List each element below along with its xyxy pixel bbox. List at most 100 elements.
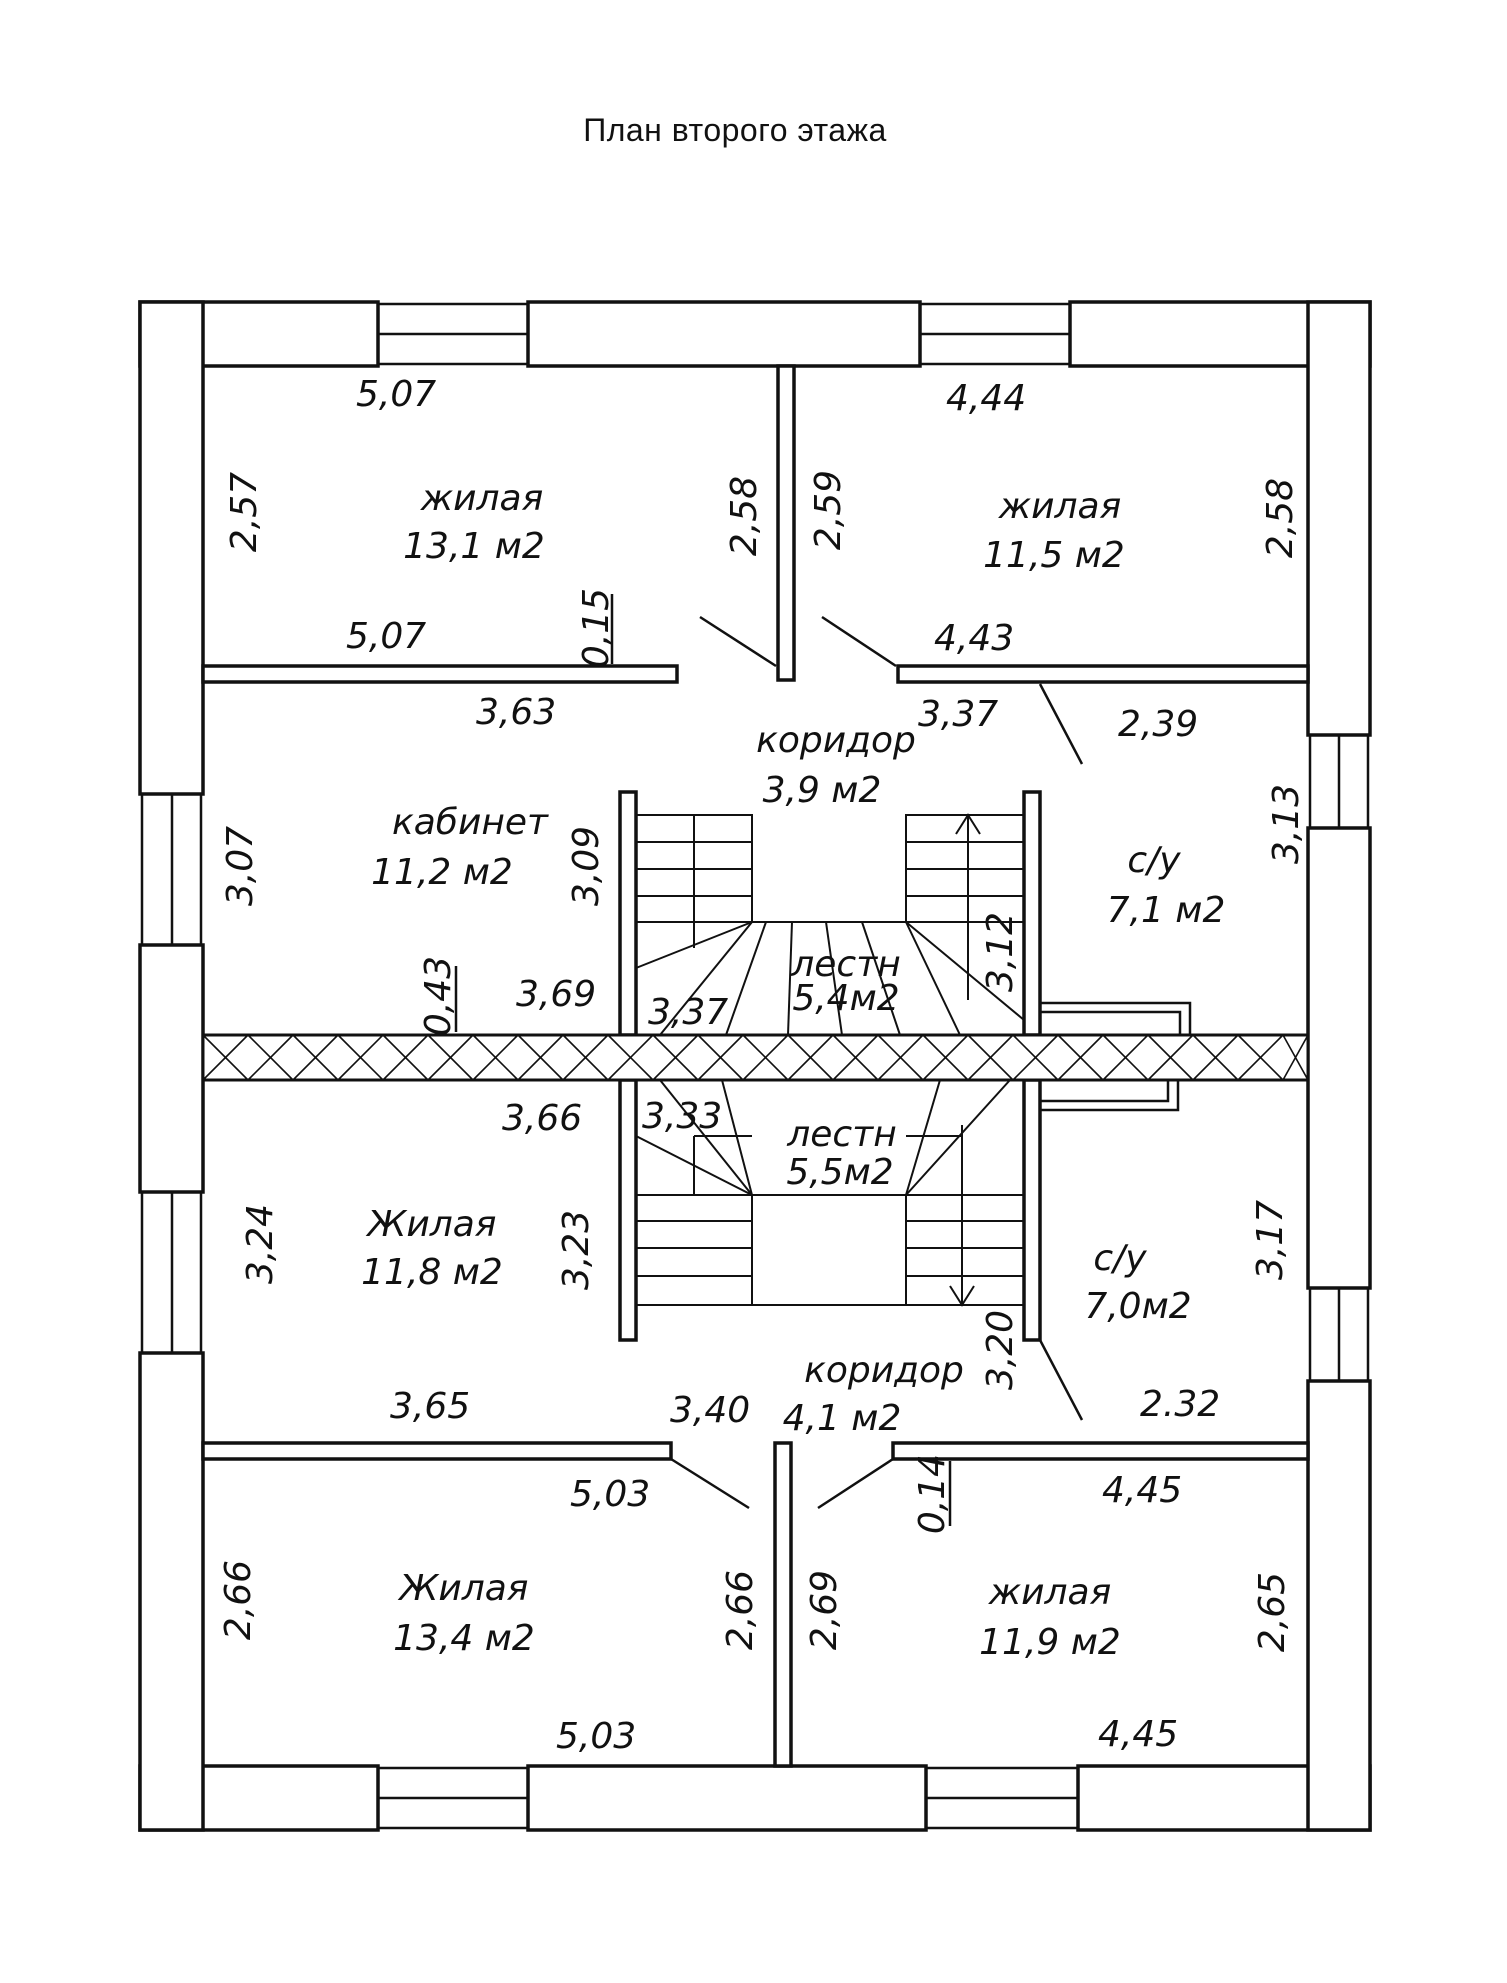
dim-label: 2,65	[1252, 1572, 1293, 1652]
dim-label: 3,20	[980, 1310, 1021, 1390]
wall-top-2	[526, 300, 922, 368]
dim-label: 3,12	[980, 912, 1021, 992]
dim-label: 2,59	[808, 470, 849, 550]
room-name-bedroom-2: жилая	[998, 486, 1122, 527]
dim-label: 2,66	[218, 1560, 259, 1640]
wall-right-2	[1306, 826, 1372, 1290]
dim-label: 0,15	[576, 588, 617, 668]
dim-label: 5,03	[570, 1474, 650, 1515]
vent-shafts	[1040, 1001, 1192, 1112]
room-area-stair-upper: 5,4м2	[792, 978, 899, 1019]
dim-label: 3,69	[516, 974, 596, 1015]
staircase-lower	[635, 1079, 1024, 1340]
room-name-bedroom-1: жилая	[420, 478, 544, 519]
dim-label: 3,07	[220, 826, 261, 906]
room-area-bedroom-2: 11,5 м2	[983, 535, 1125, 576]
room-labels: жилая 13,1 м2 жилая 11,5 м2 коридор 3,9 …	[361, 478, 1225, 1663]
room-area-bathroom-lower: 7,0м2	[1084, 1286, 1191, 1327]
partition-top-right-horizontal	[896, 664, 1310, 684]
window-bottom-left	[378, 1766, 528, 1830]
partition-top-vertical	[776, 364, 796, 682]
wall-left-1	[138, 300, 205, 796]
room-name-study: кабинет	[392, 802, 549, 843]
staircase-upper	[635, 813, 1025, 1036]
room-area-bedroom-5: 11,9 м2	[979, 1622, 1121, 1663]
window-top-right	[920, 302, 1070, 366]
room-area-stair-lower: 5,5м2	[786, 1152, 893, 1193]
window-left-top	[140, 794, 203, 945]
room-name-bedroom-5: жилая	[988, 1572, 1112, 1613]
dim-label: 2,57	[224, 472, 265, 552]
room-area-corridor-upper: 3,9 м2	[763, 770, 882, 811]
dim-label: 3,23	[556, 1210, 597, 1290]
room-name-bedroom-4: Жилая	[398, 1568, 529, 1609]
room-name-corridor-upper: коридор	[756, 720, 916, 761]
window-left-bottom	[140, 1192, 203, 1353]
dim-label: 3,24	[240, 1204, 281, 1284]
partition-bottom-left-horizontal	[201, 1441, 673, 1461]
room-name-bathroom-upper: с/у	[1127, 840, 1181, 881]
dim-label: 4,43	[934, 618, 1014, 659]
dim-label: 3,40	[670, 1390, 750, 1431]
dim-label: 3,13	[1266, 784, 1307, 864]
dimension-labels: 5,07 4,44 2,57 2,58 2,59 2,58 5,07 0,15 …	[218, 374, 1307, 1757]
dim-label: 5,03	[556, 1716, 636, 1757]
dim-label: 3,65	[390, 1386, 470, 1427]
room-area-bedroom-4: 13,4 м2	[393, 1618, 535, 1659]
dim-label: 3,66	[502, 1098, 582, 1139]
wall-right-1	[1306, 300, 1372, 737]
partition-top-left-horizontal	[201, 664, 679, 684]
dim-label: 2,39	[1118, 704, 1198, 745]
room-area-corridor-lower: 4,1 м2	[783, 1398, 902, 1439]
window-bottom-right	[926, 1766, 1078, 1830]
room-name-stair-upper: лестн	[790, 944, 900, 985]
floor-slab-band	[201, 1033, 1310, 1082]
partition-bottom-right-horizontal	[891, 1441, 1310, 1461]
dim-label: 2,58	[724, 476, 765, 556]
room-name-bedroom-3: Жилая	[366, 1204, 497, 1245]
wall-left-3	[138, 1351, 205, 1832]
room-area-bedroom-3: 11,8 м2	[361, 1252, 503, 1293]
room-area-bathroom-upper: 7,1 м2	[1107, 890, 1226, 931]
dim-label: 5,07	[356, 374, 436, 415]
window-right-bottom	[1308, 1288, 1370, 1381]
windows	[140, 302, 1370, 1830]
partition-bottom-vertical	[773, 1441, 793, 1768]
dim-label: 3,09	[566, 826, 607, 906]
dimension-ticks	[454, 594, 952, 1526]
stair-wall-right-lower	[1022, 1078, 1042, 1342]
dim-label: 2,66	[720, 1570, 761, 1650]
stair-wall-left-lower	[618, 1078, 638, 1342]
room-name-stair-lower: лестн	[786, 1114, 896, 1155]
dim-label: 4,44	[946, 378, 1026, 419]
dim-label: 4,45	[1102, 1470, 1182, 1511]
dim-label: 0,43	[418, 956, 459, 1036]
stair-wall-left-upper	[618, 790, 638, 1037]
dim-label: 2.32	[1140, 1384, 1220, 1425]
dim-label: 3,37	[918, 694, 998, 735]
wall-bottom-2	[526, 1764, 928, 1832]
wall-right-3	[1306, 1379, 1372, 1832]
room-area-study: 11,2 м2	[371, 852, 513, 893]
dim-label: 3,63	[476, 692, 556, 733]
room-name-bathroom-lower: с/у	[1093, 1238, 1147, 1279]
dim-label: 2,69	[804, 1570, 845, 1650]
stair-wall-right-upper	[1022, 790, 1042, 1037]
interior-walls	[201, 364, 1310, 1768]
dim-label: 5,07	[346, 616, 426, 657]
dim-label: 4,45	[1098, 1714, 1178, 1755]
exterior-walls	[138, 300, 1372, 1832]
window-right-top	[1308, 735, 1370, 828]
dim-label: 0,14	[912, 1454, 953, 1534]
room-area-bedroom-1: 13,1 м2	[403, 526, 545, 567]
plan-title: План второго этажа	[583, 112, 887, 148]
dim-label: 2,58	[1260, 478, 1301, 558]
window-top-left	[378, 302, 528, 366]
room-name-corridor-lower: коридор	[804, 1350, 964, 1391]
door-swing-lines	[670, 615, 1084, 1510]
dim-label: 3,17	[1250, 1200, 1291, 1280]
dim-label: 3,37	[648, 992, 728, 1033]
wall-left-2	[138, 943, 205, 1194]
